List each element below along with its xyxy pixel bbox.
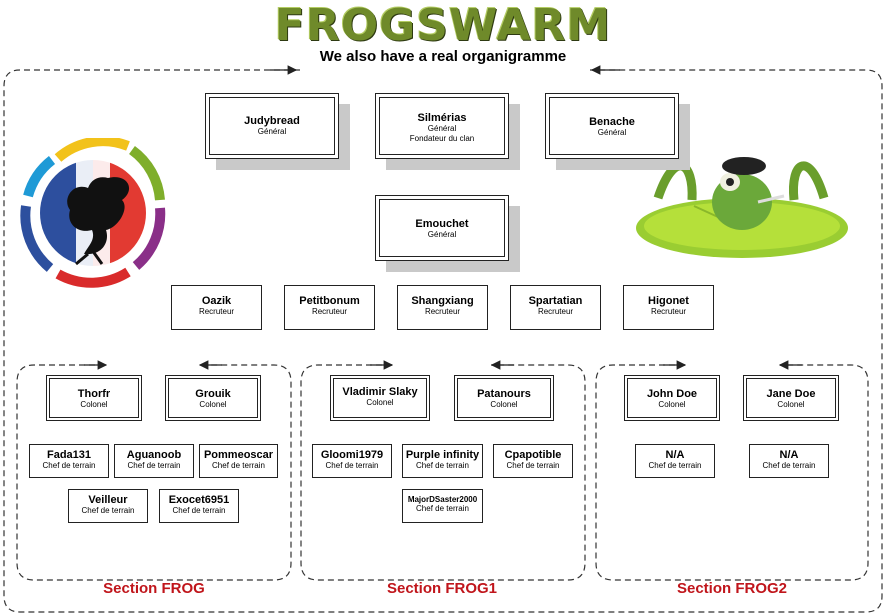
node-name: Shangxiang xyxy=(411,295,474,307)
node-name: Aguanoob xyxy=(126,449,182,461)
node-role: Colonel xyxy=(199,400,227,409)
node-colonel-patanours: Patanours Colonel xyxy=(454,375,554,421)
node-benache: Benache Général xyxy=(545,93,679,159)
node-name: MajorDSaster2000 xyxy=(407,495,478,504)
frame-frog2 xyxy=(595,364,869,581)
node-chef-cpapotible: Cpapotible Chef de terrain xyxy=(493,444,573,478)
node-role: Recruteur xyxy=(311,307,348,316)
node-recruiter-oazik: Oazik Recruteur xyxy=(171,285,262,330)
node-role: Général xyxy=(427,124,457,133)
section-label-frog2: Section FROG2 xyxy=(676,580,788,597)
node-chef-gloomi1979: Gloomi1979 Chef de terrain xyxy=(312,444,392,478)
node-chef-veilleur: Veilleur Chef de terrain xyxy=(68,489,148,523)
node-role: Recruteur xyxy=(537,307,574,316)
node-chef-pommeoscar: Pommeoscar Chef de terrain xyxy=(199,444,278,478)
node-role: Colonel xyxy=(80,400,108,409)
node-name: Oazik xyxy=(201,295,232,307)
node-role: Chef de terrain xyxy=(506,461,560,470)
node-role: Colonel xyxy=(658,400,686,409)
node-judybread: Judybread Général xyxy=(205,93,339,159)
node-name: Silmérias xyxy=(417,112,467,124)
node-colonel-grouik: Grouik Colonel xyxy=(165,375,261,421)
node-name: Gloomi1979 xyxy=(320,449,384,461)
node-chef-majordsaster2000: MajorDSaster2000 Chef de terrain xyxy=(402,489,483,523)
page-subtitle: We also have a real organigramme xyxy=(319,48,567,65)
node-chef-aguanoob: Aguanoob Chef de terrain xyxy=(114,444,194,478)
node-recruiter-petitbonum: Petitbonum Recruteur xyxy=(284,285,375,330)
node-role: Recruteur xyxy=(424,307,461,316)
node-chef-purple-infinity: Purple infinity Chef de terrain xyxy=(402,444,483,478)
node-name: John Doe xyxy=(646,388,698,400)
node-role: Chef de terrain xyxy=(325,461,379,470)
node-role: Colonel xyxy=(490,400,518,409)
frame-frog1 xyxy=(300,364,586,581)
node-role: Chef de terrain xyxy=(648,461,702,470)
clan-logo-icon xyxy=(20,138,166,288)
node-role: Général xyxy=(257,127,287,136)
node-name: Patanours xyxy=(477,388,531,400)
node-name: Thorfr xyxy=(77,388,111,400)
node-role: Chef de terrain xyxy=(172,506,226,515)
node-colonel-jane-doe: Jane Doe Colonel xyxy=(743,375,839,421)
node-name: Vladimir Slaky xyxy=(342,386,418,398)
node-emouchet: Emouchet Général xyxy=(375,195,509,261)
node-silmerias: Silmérias Général Fondateur du clan xyxy=(375,93,509,159)
frame-frog xyxy=(16,364,292,581)
node-role: Chef de terrain xyxy=(127,461,181,470)
node-role: Chef de terrain xyxy=(81,506,135,515)
node-role: Recruteur xyxy=(198,307,235,316)
node-name: Petitbonum xyxy=(299,295,360,307)
outer-frame xyxy=(3,69,883,613)
node-name: Benache xyxy=(589,116,635,128)
node-name: Spartatian xyxy=(528,295,583,307)
section-label-frog: Section FROG xyxy=(103,580,205,597)
node-role: Chef de terrain xyxy=(762,461,816,470)
node-role: Colonel xyxy=(777,400,805,409)
node-name: Judybread xyxy=(244,115,300,127)
node-name: N/A xyxy=(779,449,799,461)
node-chef-fada131: Fada131 Chef de terrain xyxy=(29,444,109,478)
node-colonel-john-doe: John Doe Colonel xyxy=(624,375,720,421)
node-role: Recruteur xyxy=(650,307,687,316)
node-role: Général xyxy=(597,128,627,137)
node-colonel-thorfr: Thorfr Colonel xyxy=(46,375,142,421)
node-role: Colonel xyxy=(366,398,394,407)
node-chef-na-1: N/A Chef de terrain xyxy=(635,444,715,478)
node-name: Jane Doe xyxy=(766,388,816,400)
node-recruiter-shangxiang: Shangxiang Recruteur xyxy=(397,285,488,330)
node-name: Cpapotible xyxy=(504,449,562,461)
node-recruiter-spartatian: Spartatian Recruteur xyxy=(510,285,601,330)
node-role: Chef de terrain xyxy=(416,461,469,470)
node-role: Général xyxy=(427,230,457,239)
section-label-frog1: Section FROG1 xyxy=(386,580,498,597)
node-name: N/A xyxy=(665,449,685,461)
frog-on-lilypad-icon xyxy=(636,157,848,258)
node-name: Emouchet xyxy=(415,218,469,230)
node-name: Pommeoscar xyxy=(203,449,274,461)
node-name: Higonet xyxy=(648,295,689,307)
node-name: Exocet6951 xyxy=(168,494,230,506)
node-name: Purple infinity xyxy=(405,449,480,461)
node-role-secondary: Fondateur du clan xyxy=(409,134,475,143)
node-role: Chef de terrain xyxy=(416,504,469,513)
node-role: Chef de terrain xyxy=(42,461,96,470)
node-chef-exocet6951: Exocet6951 Chef de terrain xyxy=(159,489,239,523)
node-role: Chef de terrain xyxy=(212,461,265,470)
node-name: Veilleur xyxy=(88,494,128,506)
node-chef-na-2: N/A Chef de terrain xyxy=(749,444,829,478)
node-recruiter-higonet: Higonet Recruteur xyxy=(623,285,714,330)
page-title: FROGSWARM xyxy=(274,0,612,51)
node-name: Grouik xyxy=(195,388,231,400)
node-name: Fada131 xyxy=(46,449,92,461)
node-colonel-vladimir-slaky: Vladimir Slaky Colonel xyxy=(330,375,430,421)
